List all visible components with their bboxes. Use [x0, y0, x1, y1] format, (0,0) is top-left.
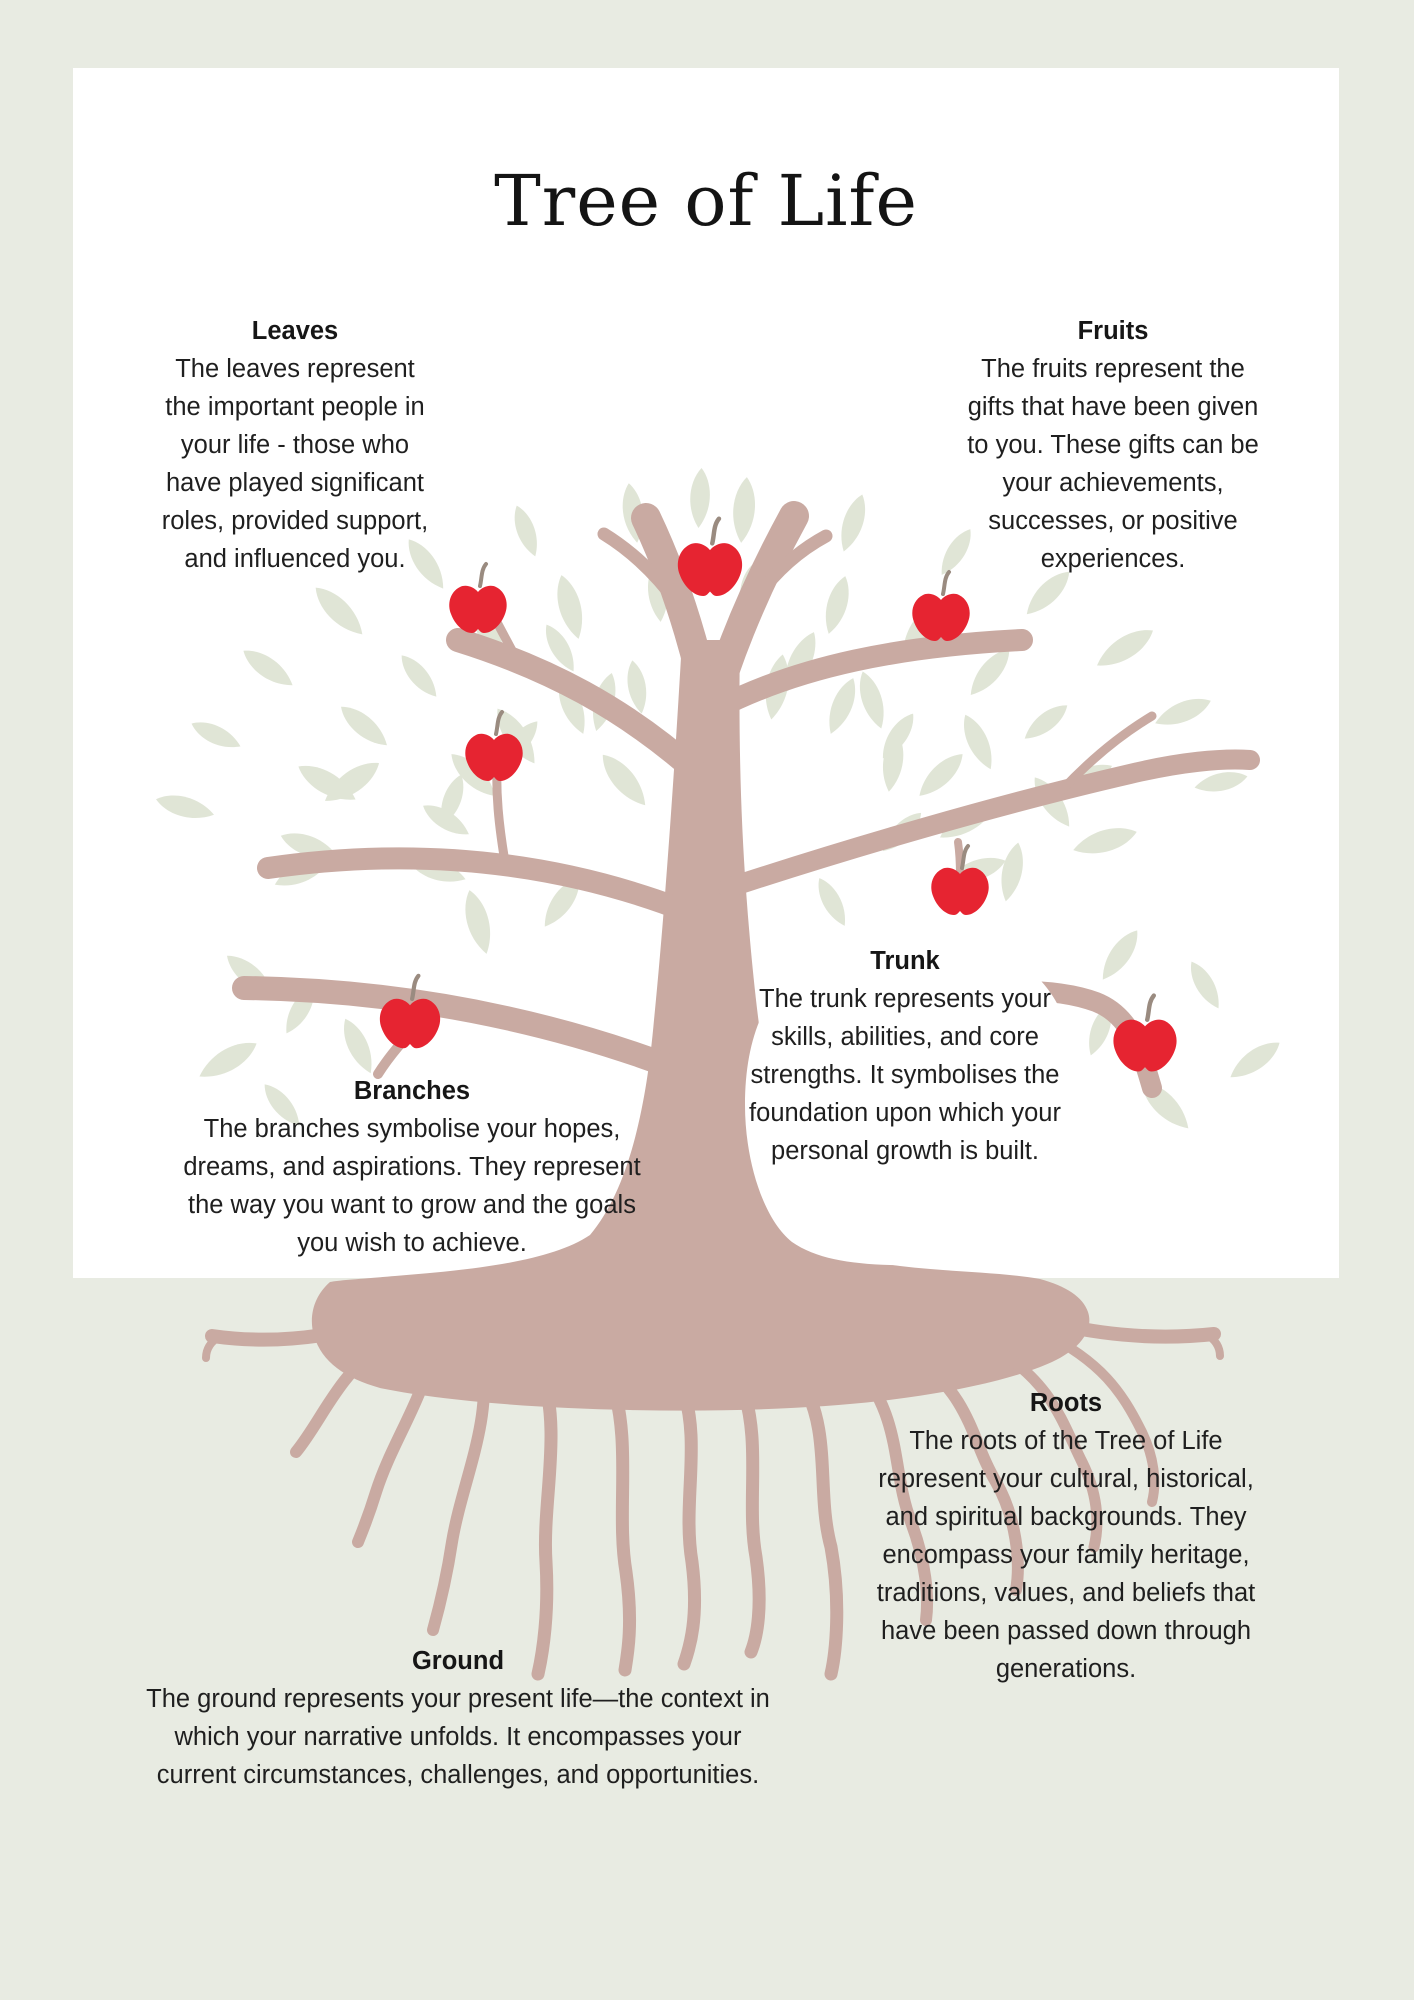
apple-icon: [910, 570, 972, 643]
fruits-heading: Fruits: [1077, 317, 1149, 345]
section-leaves: Leaves The leaves represent the importan…: [155, 312, 435, 578]
trunk-description: The trunk represents your skills, abilit…: [749, 985, 1061, 1165]
leaves-heading: Leaves: [251, 317, 339, 345]
section-branches: Branches The branches symbolise your hop…: [182, 1072, 642, 1262]
roots-heading: Roots: [1029, 1389, 1103, 1417]
roots-description: The roots of the Tree of Life represent …: [876, 1427, 1256, 1683]
page-title: Tree of Life: [494, 160, 918, 242]
trunk-text-backdrop: [745, 935, 1102, 1266]
roots-graphic: [202, 1295, 1224, 1681]
section-trunk: Trunk The trunk represents your skills, …: [742, 942, 1068, 1170]
leaves-description: The leaves represent the important peopl…: [161, 355, 429, 573]
branches-description: The branches symbolise your hopes, dream…: [183, 1115, 641, 1257]
trunk-heading: Trunk: [870, 947, 940, 975]
branches-heading: Branches: [353, 1077, 471, 1105]
fruits-description: The fruits represent the gifts that have…: [967, 355, 1259, 573]
ground-description: The ground represents your present life—…: [146, 1685, 770, 1789]
apple-icon: [1113, 996, 1176, 1072]
apple-icon: [678, 519, 742, 596]
apple-icon: [447, 562, 509, 635]
ground-heading: Ground: [411, 1647, 505, 1675]
section-roots: Roots The roots of the Tree of Life repr…: [866, 1384, 1266, 1688]
section-ground: Ground The ground represents your presen…: [138, 1642, 778, 1794]
section-fruits: Fruits The fruits represent the gifts th…: [967, 312, 1259, 578]
